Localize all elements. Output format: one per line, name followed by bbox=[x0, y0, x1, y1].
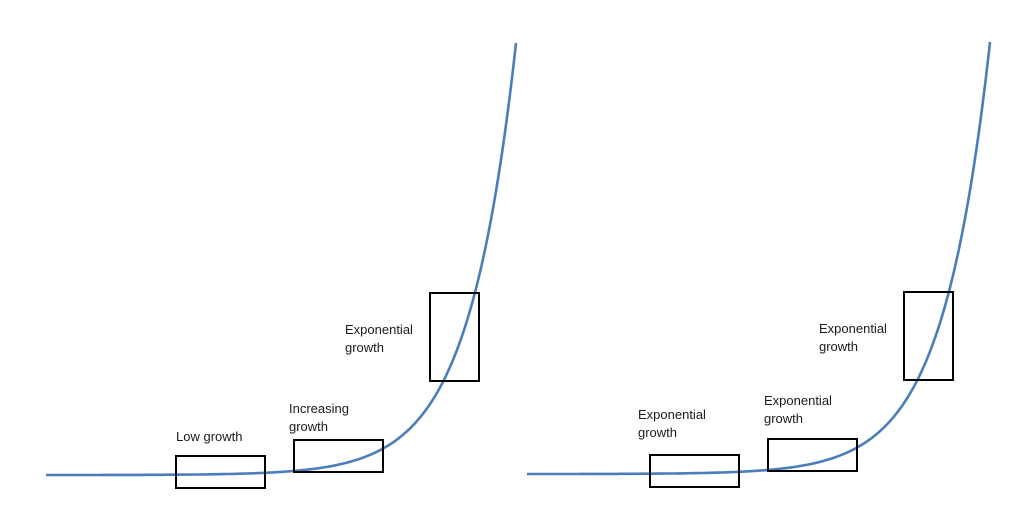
increasing-growth-box bbox=[293, 439, 384, 473]
exponential-growth-box-low bbox=[649, 454, 740, 488]
left-panel: Low growth Increasing growth Exponential… bbox=[46, 42, 518, 489]
right-panel: Exponential growth Exponential growth Ex… bbox=[527, 41, 992, 488]
exponential-growth-label: Exponential growth bbox=[345, 322, 417, 355]
low-growth-label: Low growth bbox=[176, 429, 242, 444]
exponential-growth-box bbox=[429, 292, 480, 382]
increasing-growth-label: Increasing growth bbox=[289, 401, 353, 434]
exponential-growth-box-high bbox=[903, 291, 954, 381]
exponential-curve bbox=[46, 42, 518, 477]
low-growth-box bbox=[175, 455, 266, 489]
exponential-growth-box-mid bbox=[767, 438, 858, 472]
exponential-growth-label-mid: Exponential growth bbox=[764, 393, 836, 426]
exponential-growth-label-high: Exponential growth bbox=[819, 321, 891, 354]
exponential-curve bbox=[527, 41, 992, 476]
exponential-growth-label-low: Exponential growth bbox=[638, 407, 710, 440]
